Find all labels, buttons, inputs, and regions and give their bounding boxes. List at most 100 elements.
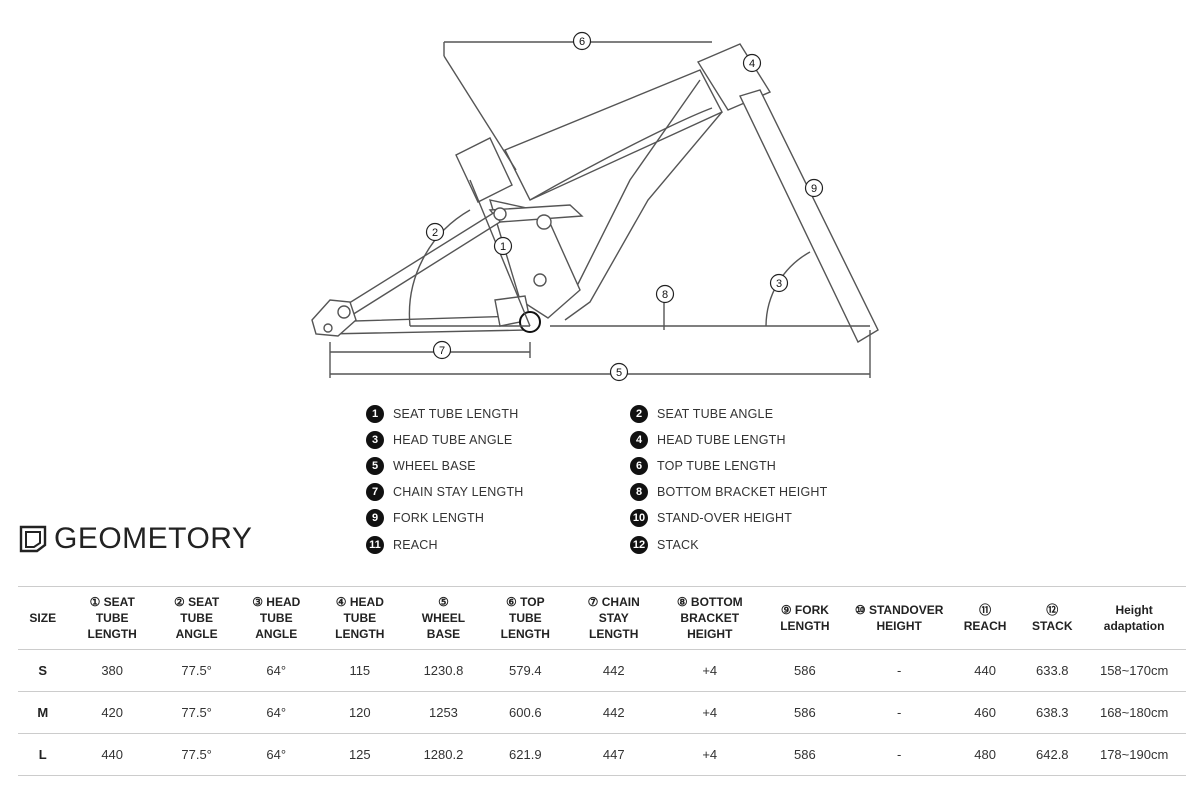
column-header-line: TUBE	[95, 611, 129, 625]
table-cell: +4	[660, 733, 760, 776]
legend-item: 5 WHEEL BASE	[366, 456, 476, 476]
column-header-line: ⑥ TOP	[506, 595, 545, 609]
table-cell: -	[850, 691, 948, 734]
diagram-marker-5: 5	[609, 362, 629, 382]
legend-number: 11	[366, 536, 384, 554]
svg-text:9: 9	[811, 183, 817, 195]
table-cell: +4	[660, 691, 760, 734]
table-cell: 1253	[403, 691, 484, 734]
column-header: SIZE	[18, 586, 68, 650]
diagram-marker-9: 9	[804, 178, 824, 198]
legend-item: 4 HEAD TUBE LENGTH	[630, 430, 786, 450]
table-cell: 120	[316, 691, 404, 734]
svg-text:8: 8	[662, 289, 668, 301]
legend-label: REACH	[393, 538, 438, 552]
legend-item: 12 STACK	[630, 535, 699, 555]
table-cell: 77.5°	[156, 733, 237, 776]
table-cell: 586	[759, 691, 851, 734]
table-cell: 125	[316, 733, 404, 776]
legend-number: 1	[366, 405, 384, 423]
legend-label: STACK	[657, 538, 699, 552]
frame-shield-icon	[19, 525, 47, 553]
column-header-line: STAY	[598, 611, 629, 625]
column-header-line: WHEEL	[421, 611, 466, 625]
table-cell: 1230.8	[403, 649, 484, 692]
column-header-line: ② SEAT	[174, 595, 220, 609]
legend-label: HEAD TUBE LENGTH	[657, 433, 786, 447]
legend-number: 2	[630, 405, 648, 423]
svg-text:3: 3	[776, 278, 782, 290]
table-cell: -	[850, 649, 948, 692]
legend-label: SEAT TUBE ANGLE	[657, 407, 774, 421]
column-header-line: LENGTH	[589, 627, 639, 641]
column-header-line: ⑤	[438, 595, 449, 609]
legend-label: FORK LENGTH	[393, 511, 485, 525]
column-header-line: LENGTH	[335, 627, 385, 641]
legend-label: HEAD TUBE ANGLE	[393, 433, 513, 447]
column-header-line: STACK	[1032, 619, 1073, 633]
legend-item: 2 SEAT TUBE ANGLE	[630, 404, 773, 424]
legend-number: 12	[630, 536, 648, 554]
column-header-line: ⑨ FORK	[780, 603, 829, 617]
legend-number: 10	[630, 509, 648, 527]
column-header-line: TUBE	[508, 611, 542, 625]
table-cell: 440	[947, 649, 1023, 692]
table-cell: +4	[660, 649, 760, 692]
legend-label: WHEEL BASE	[393, 459, 476, 473]
table-cell: 442	[567, 691, 661, 734]
column-header-line: ⑧ BOTTOM	[676, 595, 743, 609]
frame-geometry-diagram: 6 4 9 2 1 3 8 7 5	[311, 31, 879, 382]
table-cell: 600.6	[483, 691, 568, 734]
legend-number: 5	[366, 457, 384, 475]
table-cell: 1280.2	[403, 733, 484, 776]
column-header-line: SIZE	[29, 611, 57, 625]
legend-item: 11 REACH	[366, 535, 438, 555]
table-cell: 621.9	[483, 733, 568, 776]
diagram-marker-1: 1	[493, 236, 513, 256]
diagram-marker-4: 4	[742, 53, 762, 73]
column-header-line: TUBE	[343, 611, 377, 625]
column-header-line: Height	[1115, 603, 1153, 617]
column-header-line: REACH	[963, 619, 1007, 633]
svg-text:1: 1	[500, 241, 506, 253]
table-cell: 64°	[236, 733, 317, 776]
column-header-line: ⑩ STANDOVER	[854, 603, 944, 617]
column-header-line: ① SEAT	[89, 595, 135, 609]
legend-label: STAND-OVER HEIGHT	[657, 511, 793, 525]
column-header-line: BASE	[426, 627, 461, 641]
table-cell: 633.8	[1022, 649, 1083, 692]
table-cell: 64°	[236, 649, 317, 692]
legend-number: 4	[630, 431, 648, 449]
column-header-line: ANGLE	[175, 627, 218, 641]
column-header-line: ⑪	[979, 603, 992, 617]
size-cell: L	[18, 733, 68, 776]
table-cell: 115	[316, 649, 404, 692]
svg-text:7: 7	[439, 345, 445, 357]
table-cell: 77.5°	[156, 691, 237, 734]
table-cell: 586	[759, 649, 851, 692]
table-cell: 440	[67, 733, 157, 776]
legend-number: 9	[366, 509, 384, 527]
legend-number: 7	[366, 483, 384, 501]
table-cell: 442	[567, 649, 661, 692]
table-cell: -	[850, 733, 948, 776]
diagram-marker-8: 8	[655, 284, 675, 304]
column-header: ⑤ WHEEL BASE	[403, 586, 484, 650]
table-cell: 447	[567, 733, 661, 776]
table-cell: 420	[67, 691, 157, 734]
